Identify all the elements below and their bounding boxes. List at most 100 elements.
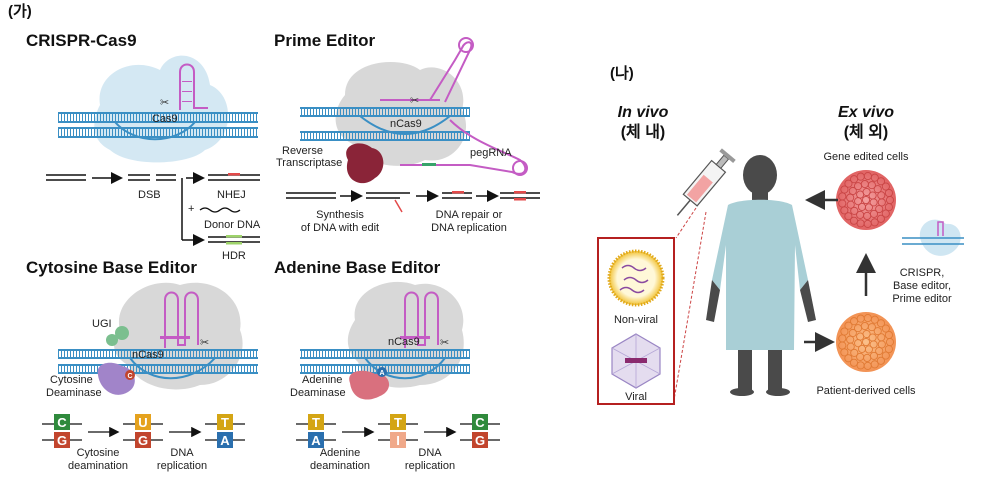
abe-deaminase-1: Adenine: [302, 374, 342, 386]
abe-pairs-base-letter: I: [396, 433, 400, 448]
edited-cluster-cell: [861, 195, 871, 205]
edited-cluster-cell: [868, 191, 877, 200]
donor-dna-label: Donor DNA: [204, 219, 261, 231]
edited-cluster-cell: [848, 186, 857, 196]
abe-step1-line1: Adenine: [320, 447, 360, 459]
cbe-step2-line1: DNA: [170, 447, 194, 459]
adenine-deaminase-shape: [349, 370, 390, 400]
cbe-pairs-base-letter: A: [220, 433, 230, 448]
edited-cluster-cell: [881, 182, 890, 191]
cas9-label: Cas9: [152, 113, 178, 125]
panel-na-tag: (나): [610, 65, 634, 82]
edited-cluster-cell: [884, 203, 893, 212]
in-vivo-label: In vivo: [618, 104, 669, 121]
abe-pairs-base-letter: T: [394, 415, 402, 430]
gene-edited-label: Gene edited cells: [824, 151, 909, 163]
cbe-pairs-base-letter: G: [57, 433, 67, 448]
patient-cluster-cell: [867, 323, 876, 332]
cbe-pairs-base-box: [135, 414, 151, 430]
cbe-pairs-base-box: [54, 432, 70, 448]
cbe-pairs-base-letter: G: [138, 433, 148, 448]
crispr-title: CRISPR-Cas9: [26, 31, 137, 50]
patient-cluster-cell: [848, 328, 857, 338]
viral-label: Viral: [625, 391, 647, 403]
cbe-pairs-base-box: [135, 432, 151, 448]
patient-cluster-cell: [861, 337, 871, 347]
cbe-step2-line2: replication: [157, 460, 207, 472]
crispr-tools-line3: Prime editor: [892, 293, 952, 305]
abe-pairs-base-letter: A: [311, 433, 321, 448]
rt-label-2: Transcriptase: [276, 157, 342, 169]
non-viral-nanoparticle-icon: [607, 249, 665, 307]
abe-pairs-base-box: [472, 414, 488, 430]
abe-pairs-base-box: [390, 414, 406, 430]
adenine-base-editor-block: Adenine Base Editor nCas9 ✂ A Adenine De…: [274, 258, 500, 472]
patient-cluster-cell: [844, 354, 853, 363]
patient-cluster-cell: [840, 327, 849, 336]
viral-capsid-icon: [611, 333, 661, 389]
prime-ncas9-label: nCas9: [390, 118, 422, 130]
patient-cluster-cell: [873, 327, 882, 336]
nhej-label: NHEJ: [217, 189, 246, 201]
edited-cluster-cell: [850, 206, 859, 215]
abe-step1-line2: deamination: [310, 460, 370, 472]
in-vivo-kr-label: (체 내): [621, 123, 666, 141]
edited-cluster-cell: [856, 210, 865, 219]
edited-cluster-cell: [873, 185, 882, 194]
reverse-transcriptase-shape: [346, 143, 384, 184]
edited-cluster-cell: [857, 202, 867, 211]
cbe-scissors-icon: ✂: [200, 337, 209, 349]
abe-scissors-icon: ✂: [440, 337, 449, 349]
cbe-deaminase-2: Deaminase: [46, 387, 102, 399]
abe-pairs-base-box: [472, 432, 488, 448]
edited-cluster-cell: [862, 187, 871, 197]
cbe-pairs-base-box: [217, 432, 233, 448]
patient-cluster-cell: [849, 358, 859, 367]
patient-cluster-cell: [850, 348, 859, 357]
patient-silhouette: [706, 155, 816, 396]
prime-scissors-icon: ✂: [410, 95, 419, 107]
cbe-deaminase-1: Cytosine: [50, 374, 93, 386]
ex-vivo-kr-label: (체 외): [844, 123, 889, 141]
patient-cluster-cell: [862, 329, 871, 339]
repair-label-1: DNA repair or: [436, 209, 503, 221]
cbe-step1-line1: Cytosine: [77, 447, 120, 459]
edited-cluster-cell: [876, 177, 886, 186]
edited-cluster-cell: [849, 216, 859, 225]
patient-derived-cell-cluster: [836, 312, 896, 372]
abe-pairs-base-box: [390, 432, 406, 448]
gene-edited-cell-cluster: [836, 170, 896, 230]
patient-cluster-cell: [868, 333, 877, 342]
patient-cluster-cell: [856, 352, 865, 361]
cas9-protein-blob: [94, 55, 229, 163]
patient-cells-label: Patient-derived cells: [816, 385, 916, 397]
pegrna-label: pegRNA: [470, 147, 512, 159]
non-viral-label: Non-viral: [614, 314, 658, 326]
edited-cluster-cell: [840, 185, 849, 194]
cytosine-deaminase-shape: [97, 362, 135, 395]
abe-title: Adenine Base Editor: [274, 258, 441, 277]
patient-cluster-cell: [870, 315, 879, 324]
abe-a-mark: A: [379, 370, 384, 377]
abe-pairs-base-letter: T: [312, 415, 320, 430]
cbe-pairs-base-letter: U: [138, 415, 147, 430]
abe-pairs-base-box: [308, 432, 324, 448]
patient-cluster-cell: [881, 351, 890, 360]
crispr-tools-line2: Base editor,: [893, 280, 951, 292]
edited-cluster-cell: [876, 214, 885, 223]
cbe-pairs-base-letter: T: [221, 415, 229, 430]
syringe-icon: [676, 148, 736, 216]
hdr-label: HDR: [222, 250, 246, 262]
patient-cluster-cell: [844, 321, 853, 330]
abe-deaminase-2: Deaminase: [290, 387, 346, 399]
patient-cluster-cell: [881, 324, 890, 333]
abe-pairs-base-letter: G: [475, 433, 485, 448]
syringe-zoom-line-2: [673, 211, 707, 401]
synthesis-label-2: of DNA with edit: [301, 222, 379, 234]
edited-cluster-cell: [844, 179, 853, 188]
prime-editor-block: Prime Editor nCas9 ✂ Reverse Transcripta…: [274, 31, 540, 234]
edited-cluster-cell: [867, 181, 876, 190]
prime-title: Prime Editor: [274, 31, 375, 50]
abe-pairs-base-box: [308, 414, 324, 430]
